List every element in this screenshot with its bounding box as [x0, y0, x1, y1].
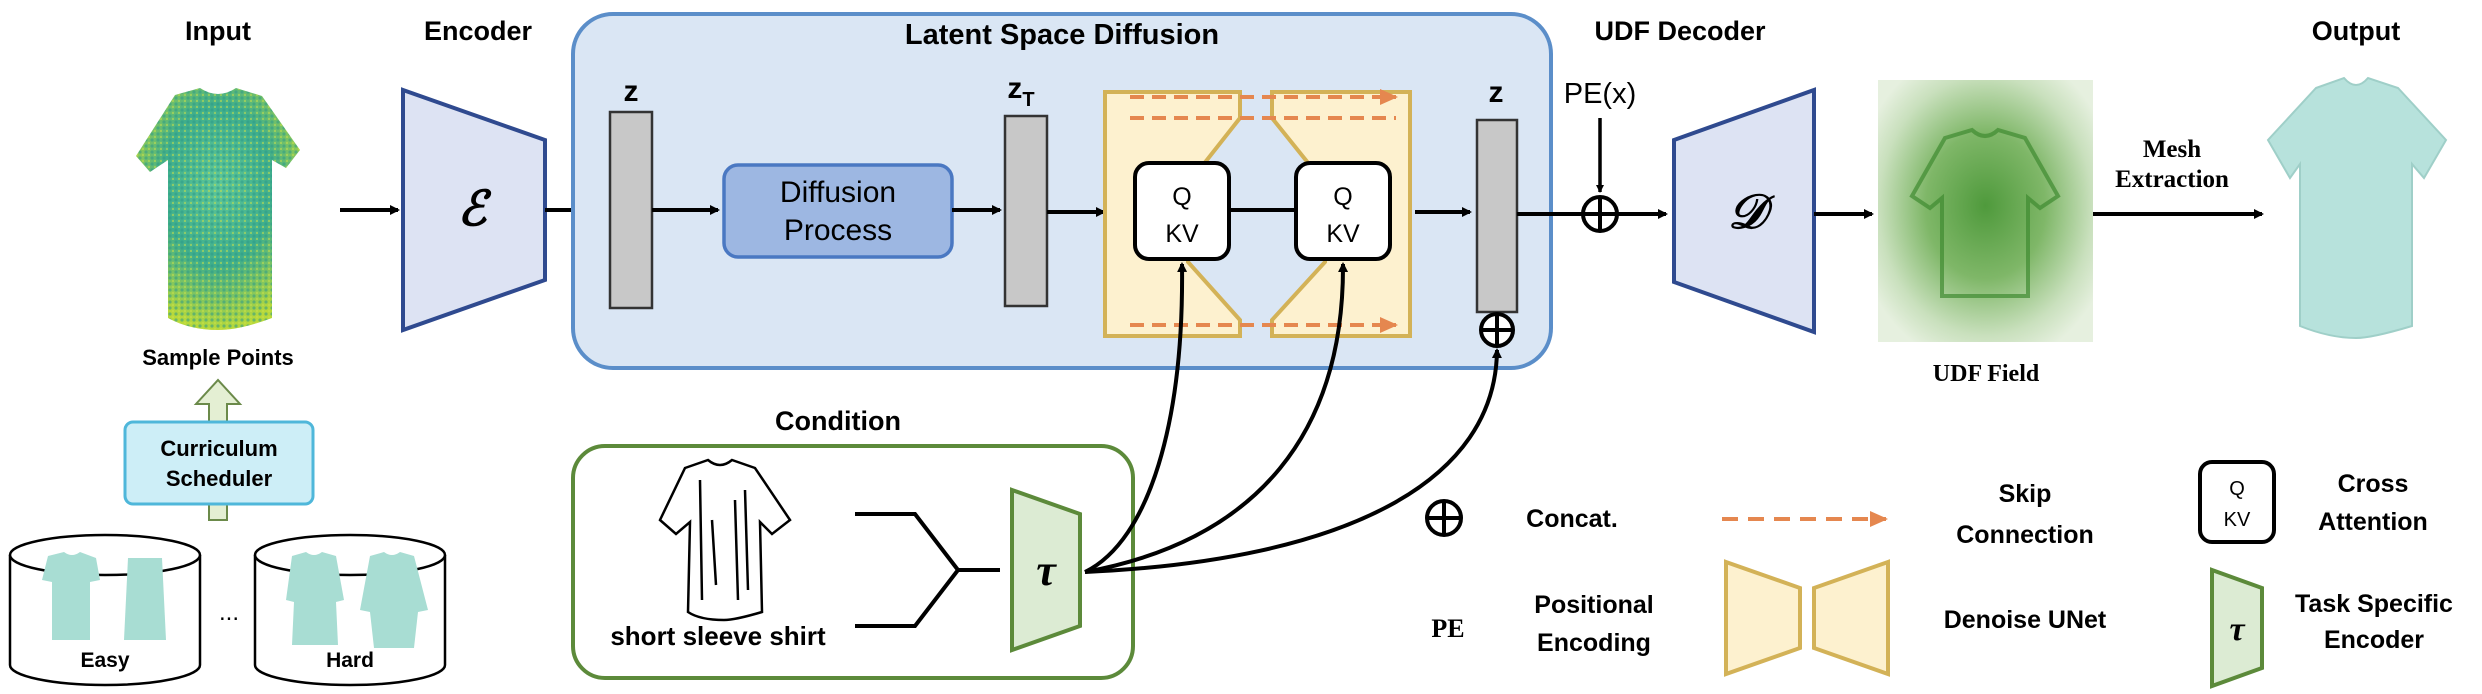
legend-pe-label-1: Positional [1534, 591, 1653, 619]
sample-points-label: Sample Points [142, 345, 294, 370]
cond-curve-attn1 [1084, 262, 1188, 574]
concat-symbol-latent [1479, 312, 1515, 348]
legend-task-label-2: Encoder [2324, 626, 2424, 654]
header-latent-space: Latent Space Diffusion [905, 19, 1219, 51]
header-encoder: Encoder [424, 16, 533, 46]
cross-attention-block-2 [1294, 161, 1392, 261]
header-condition: Condition [775, 406, 901, 436]
legend-unet-icon [1724, 559, 1890, 677]
zt-label: zT [1007, 72, 1034, 111]
legend-cross-label-1: Cross [2338, 470, 2409, 498]
easy-label: Easy [80, 649, 129, 672]
legend-cross-kv: KV [2224, 509, 2251, 531]
legend-pe-label-2: Encoding [1537, 629, 1651, 657]
legend-skip-label-1: Skip [1999, 480, 2052, 508]
ellipsis-label: ... [219, 599, 239, 626]
attn2-q: Q [1333, 183, 1352, 211]
sketch-shirt [658, 458, 792, 622]
mesh-label-1: Mesh [2143, 136, 2201, 163]
z-left-bar [608, 110, 654, 310]
hard-dataset-cylinder [253, 533, 447, 687]
z-right-label: z [1489, 76, 1504, 109]
curriculum-label-1: Curriculum [160, 436, 277, 461]
udf-field-image [1878, 80, 2093, 342]
legend-task-label-1: Task Specific [2295, 590, 2453, 618]
header-udf-decoder: UDF Decoder [1594, 16, 1766, 46]
legend-tau-symbol: τ [2229, 611, 2245, 648]
attn1-kv: KV [1165, 220, 1199, 248]
concat-symbol-decoder [1581, 195, 1619, 233]
legend-unet-label: Denoise UNet [1944, 606, 2107, 634]
legend-tau-icon [2210, 567, 2264, 689]
attn2-kv: KV [1326, 220, 1360, 248]
condition-merge-lines [855, 512, 1000, 628]
cond-curve-attn2 [1084, 262, 1349, 574]
cond-curve-concat [1084, 348, 1502, 574]
diffusion-label-2: Process [784, 214, 892, 247]
header-input: Input [185, 16, 251, 46]
attn1-q: Q [1172, 183, 1191, 211]
curriculum-scheduler-box [123, 420, 315, 506]
z-right-bar [1475, 118, 1519, 314]
tau-encoder-trapezoid [1010, 487, 1082, 653]
legend-skip-label-2: Connection [1956, 521, 2094, 549]
tau-symbol: τ [1036, 546, 1057, 595]
legend-concat-icon [1425, 499, 1463, 537]
legend-cross-label-2: Attention [2318, 508, 2428, 536]
encoder-trapezoid [401, 87, 547, 333]
mesh-label-2: Extraction [2115, 166, 2229, 193]
output-mesh-shirt [2266, 76, 2448, 340]
udf-shirt-silhouette [1909, 127, 2061, 298]
point-cloud-shirt [136, 88, 300, 330]
legend-cross-q: Q [2229, 478, 2245, 500]
header-output: Output [2312, 16, 2400, 46]
udf-field-label: UDF Field [1933, 361, 2040, 387]
pe-x-label: PE(x) [1564, 78, 1637, 110]
legend-pe: PE [1431, 614, 1464, 643]
legend-cross-attention-icon [2198, 460, 2276, 544]
condition-caption: short sleeve shirt [610, 621, 826, 651]
curriculum-label-2: Scheduler [166, 466, 273, 491]
zt-bar [1003, 114, 1049, 308]
diffusion-label-1: Diffusion [780, 176, 896, 209]
decoder-trapezoid [1672, 87, 1816, 335]
easy-dataset-cylinder [8, 533, 202, 687]
z-left-label: z [624, 75, 639, 108]
legend-concat-label: Concat. [1526, 505, 1618, 533]
hard-label: Hard [326, 649, 374, 672]
